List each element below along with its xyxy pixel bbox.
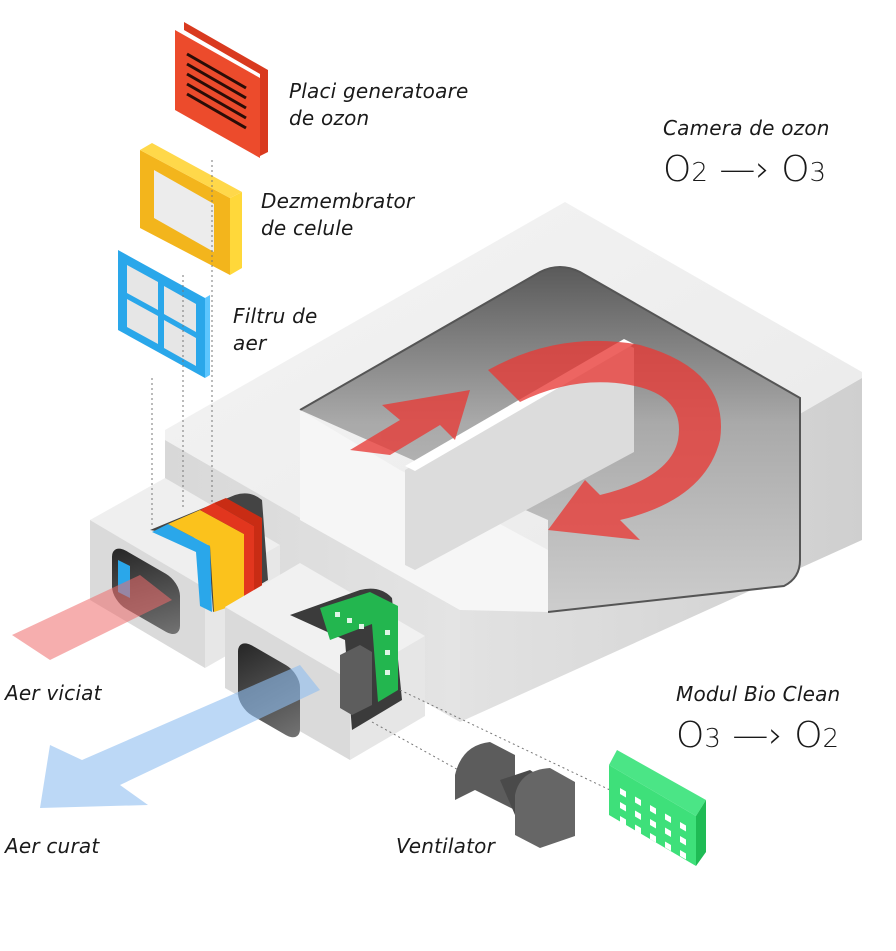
ozone-plates-part: [175, 22, 268, 158]
formula-to: O: [794, 715, 823, 756]
formula-to-sub: 2: [822, 724, 840, 754]
formula-arrow: —›: [732, 715, 783, 756]
outlet-bioclean-holes: [335, 612, 390, 675]
bioclean-front: [609, 765, 696, 866]
formula-arrow: —›: [719, 149, 770, 190]
bioclean-hole: [680, 836, 686, 846]
ozone-plate-front: [175, 30, 260, 158]
formula-from: O: [676, 715, 705, 756]
label-fan: Ventilator: [396, 834, 496, 858]
bioclean-hole: [620, 802, 626, 812]
label-cell-dismantler: Dezmembrator de celule: [261, 189, 415, 240]
chamber-divider-wall: [405, 343, 634, 570]
air-filter-side: [205, 295, 210, 378]
bioclean-hole: [635, 824, 641, 834]
clean-air-arrow: [40, 665, 320, 808]
inlet-filter-red-2: [214, 498, 262, 594]
outlet-fan-block: [340, 645, 372, 715]
fan-right-block: [515, 768, 575, 848]
bioclean-top: [609, 750, 706, 816]
inlet-filter-red-1: [200, 503, 254, 600]
formula-bio-clean: O3 —› O2: [676, 716, 839, 759]
chamber-flow-arrow: [350, 340, 721, 540]
formula-to-sub: 3: [809, 158, 827, 188]
ozone-chamber-rim: [299, 266, 801, 613]
cell-dismantler-top: [140, 143, 242, 198]
bioclean-hole: [665, 813, 671, 823]
bioclean-side: [696, 800, 706, 866]
air-filter-part: [118, 250, 210, 378]
bioclean-hole: [650, 833, 656, 843]
inlet-filter-blue: [152, 524, 212, 612]
bioclean-holes: [620, 788, 686, 860]
formula-to: O: [781, 149, 810, 190]
stale-air-arrow: [12, 575, 172, 660]
inlet-filter-yellow: [168, 510, 244, 612]
guide-lines: [151, 160, 611, 791]
bioclean-hole: [680, 822, 686, 832]
bioclean-hole: [620, 788, 626, 798]
cell-dismantler-side: [230, 192, 242, 275]
cell-dismantler-window: [154, 170, 214, 252]
label-ozone-chamber: Camera de ozon: [663, 116, 830, 140]
label-stale-air: Aer viciat: [5, 681, 102, 705]
bioclean-hole: [680, 850, 686, 860]
label-ozone-plates: Placi generatoare de ozon: [289, 79, 469, 130]
formula-from: O: [663, 149, 692, 190]
ozone-plate-slots: [186, 52, 247, 130]
formula-from-sub: 3: [704, 724, 721, 754]
fan-left-block: [455, 742, 515, 810]
label-clean-air: Aer curat: [5, 834, 100, 858]
bioclean-hole: [650, 819, 656, 829]
bioclean-hole: [665, 841, 671, 851]
bioclean-hole: [635, 810, 641, 820]
label-air-filter: Filtru de aer: [233, 304, 318, 355]
bioclean-hole: [620, 816, 626, 826]
bioclean-part: [609, 750, 706, 866]
formula-ozone-chamber: O2 —› O3: [663, 150, 826, 193]
outlet-bioclean-module: [320, 592, 398, 702]
cell-dismantler-part: [140, 143, 242, 275]
ozone-plate-back: [184, 22, 268, 156]
bioclean-hole: [665, 827, 671, 837]
fan-part: [455, 742, 575, 848]
formula-from-sub: 2: [691, 158, 708, 188]
bioclean-hole: [650, 805, 656, 815]
label-bio-clean: Modul Bio Clean: [676, 682, 841, 706]
air-filter-panes: [127, 265, 196, 366]
bioclean-hole: [635, 796, 641, 806]
